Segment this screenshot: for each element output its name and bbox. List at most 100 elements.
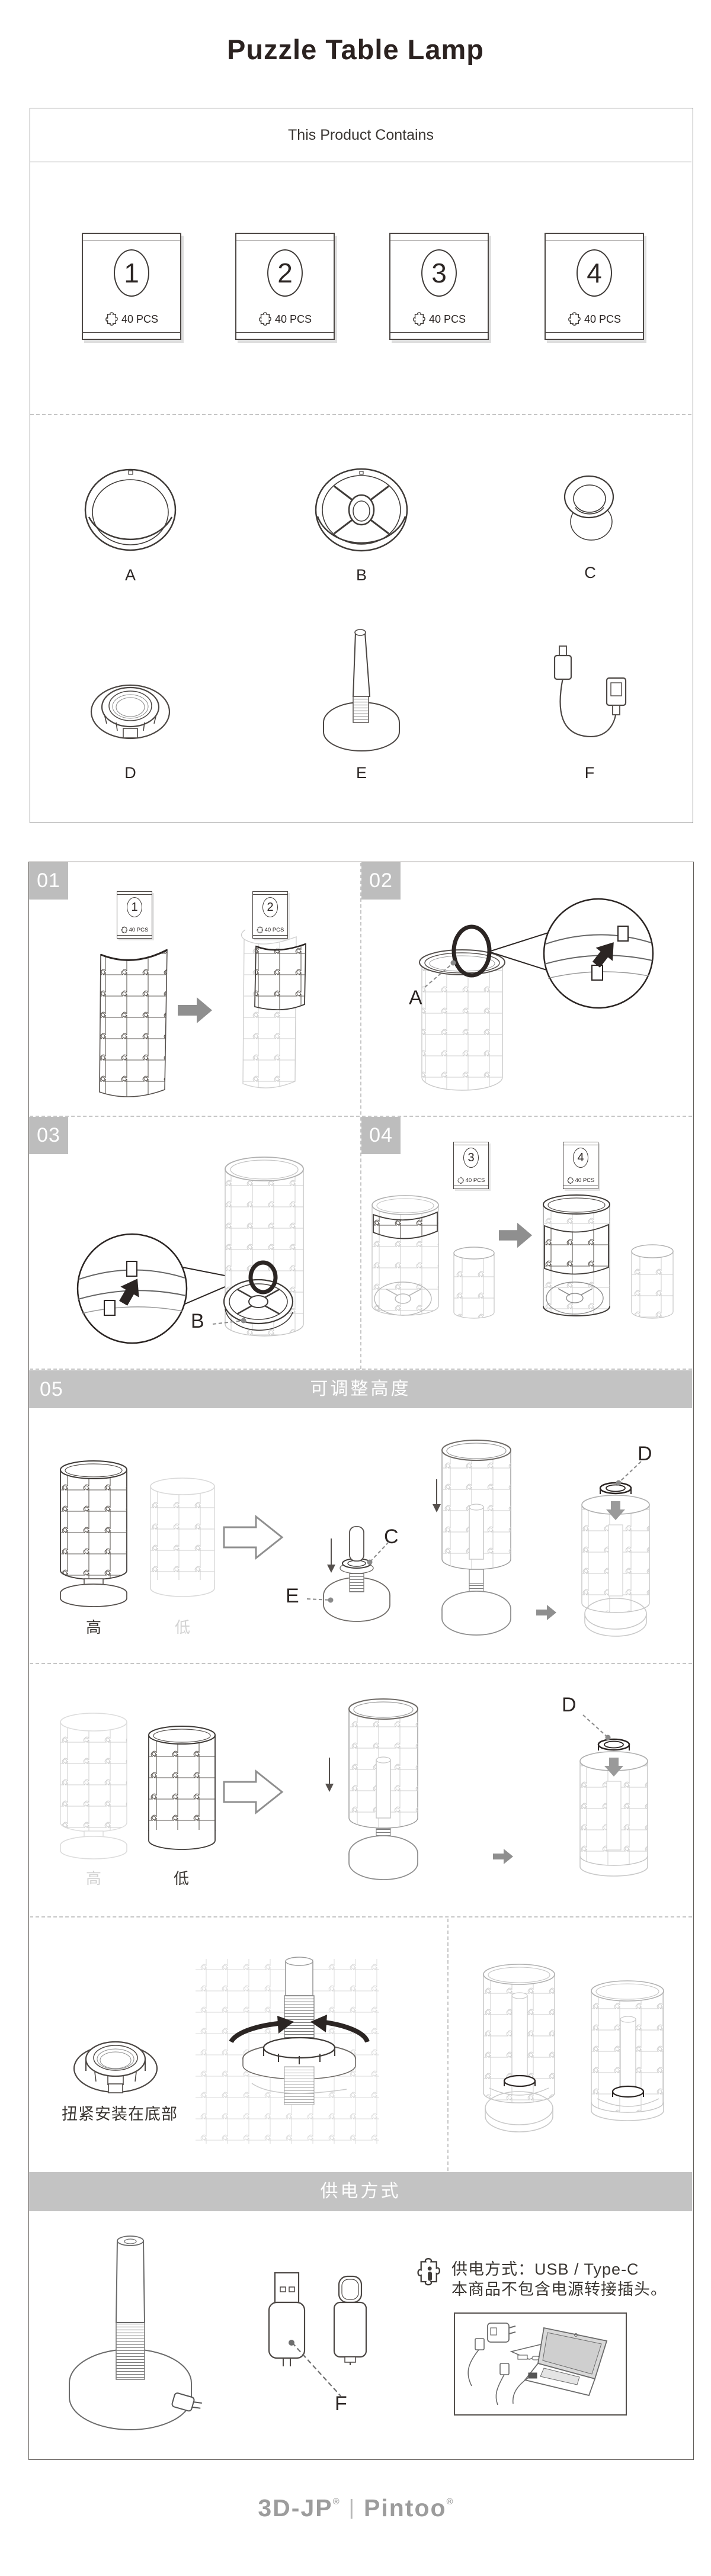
row1-base-pole-c-ring — [323, 1526, 390, 1622]
pack-number-circle: 3 — [421, 249, 457, 297]
pack-badge-2: 2 40 PCS — [235, 233, 335, 340]
pack-number-circle: 4 — [577, 249, 612, 297]
pack-number-circle: 2 — [262, 897, 278, 917]
pack-badge-1: 1 40 PCS — [82, 233, 181, 340]
callout-label-d: D — [562, 1694, 577, 1716]
footer-brand: 3D-JP®|Pintoo® — [0, 2494, 711, 2522]
step04-pack-4: 4 40 PCS — [563, 1142, 598, 1189]
callout-leader-e — [306, 1597, 334, 1603]
pack-number-circle: 1 — [127, 897, 142, 917]
arrow-down-thin-icon — [325, 1758, 334, 1792]
pack-pcs-label: 40 PCS — [264, 927, 284, 933]
row2-shade-on-pole — [348, 1698, 418, 1880]
arrow-right-icon — [499, 1222, 533, 1248]
page-title: Puzzle Table Lamp — [227, 34, 484, 65]
contents-header: This Product Contains — [30, 108, 691, 162]
row3-note: 扭紧安装在底部 — [62, 2105, 178, 2123]
row1-tall-lamp-dark — [60, 1460, 127, 1607]
pack-pcs-label: 40 PCS — [121, 313, 159, 325]
puzzle-piece-icon — [105, 312, 118, 326]
row1-shade-lowered-on-base — [441, 1440, 511, 1636]
power-sources-illustration-frame — [454, 2312, 627, 2416]
step04-pack-3: 3 40 PCS — [453, 1142, 489, 1189]
arrow-right-outline-icon — [223, 1514, 284, 1560]
step03-cylinder-wheel-illustration — [223, 1157, 304, 1337]
step-02-badge: 02 — [361, 862, 401, 900]
row2-tall-label: 高 — [85, 1870, 101, 1887]
pack-pcs-label: 40 PCS — [428, 313, 466, 325]
step01-puzzle-sheet-illustration — [99, 949, 168, 1097]
part-e-pole-base-illustration — [323, 629, 400, 751]
callout-label-a: A — [409, 987, 422, 1009]
row3-final-tall-lamp — [483, 1964, 555, 2132]
power-info-line2: 本商品不包含电源转接插头。 — [451, 2281, 667, 2298]
row1-tall-label: 高 — [85, 1618, 101, 1636]
steps-row-divider — [30, 1116, 692, 1117]
step01-pack-2: 2 40 PCS — [252, 891, 288, 939]
brand-left: 3D-JP — [258, 2494, 333, 2522]
callout-leader-c — [367, 1541, 389, 1565]
row1-low-label: 低 — [174, 1618, 190, 1636]
power-base-illustration — [69, 2235, 202, 2430]
callout-leader-a — [424, 960, 456, 988]
part-label-f: F — [584, 764, 595, 782]
row2-tall-lamp-faded — [60, 1713, 127, 1859]
puzzle-piece-icon — [413, 312, 425, 326]
step-01-badge: 01 — [29, 862, 68, 900]
registered-mark: ® — [332, 2497, 340, 2507]
puzzle-piece-icon — [121, 926, 127, 933]
step01-partial-build-illustration — [241, 929, 306, 1088]
pack-number-circle: 1 — [114, 249, 149, 297]
part-label-e: E — [356, 764, 367, 782]
badge-band — [546, 332, 643, 333]
pack-number-circle: 4 — [573, 1148, 588, 1168]
callout-leader-d — [616, 1461, 642, 1486]
part-label-a: A — [124, 566, 136, 584]
callout-leader-b — [212, 1318, 246, 1325]
contents-divider — [30, 414, 691, 415]
arrow-down-thin-icon — [327, 1538, 335, 1573]
step-05-title: 可调整高度 — [310, 1379, 411, 1399]
arrow-right-outline-icon — [223, 1769, 284, 1815]
row3-final-short-lamp — [591, 1980, 664, 2121]
registered-mark: ® — [446, 2497, 453, 2507]
height-row-divider — [30, 1916, 692, 1917]
step02-magnifier-detail — [486, 898, 654, 1009]
pack-badge-3: 3 40 PCS — [389, 233, 489, 340]
pack-pcs-label: 40 PCS — [274, 313, 312, 325]
row3-tighten-closeup — [196, 1957, 379, 2144]
callout-label-e: E — [286, 1585, 299, 1607]
puzzle-piece-icon — [257, 926, 263, 933]
power-bar: 供电方式 — [29, 2172, 692, 2211]
pack-pcs-label: 40 PCS — [575, 1177, 595, 1184]
puzzle-piece-icon — [567, 1177, 574, 1184]
callout-leader-f — [292, 2342, 341, 2397]
steps-container — [28, 862, 694, 2460]
step03-focus-circle — [248, 1260, 278, 1295]
row2-finished-short-lamp — [579, 1738, 648, 1877]
brand-right: Pintoo — [364, 2494, 447, 2522]
usb-type-c-connector-illustration — [333, 2275, 367, 2365]
step04-outer-cylinder-done — [543, 1194, 610, 1316]
row1-short-lamp-faded — [150, 1477, 215, 1597]
step-04-badge: 04 — [361, 1117, 401, 1154]
step-03-badge: 03 — [29, 1117, 68, 1154]
callout-label-d: D — [638, 1443, 652, 1465]
row2-low-label: 低 — [173, 1870, 189, 1887]
part-c-socket-illustration — [563, 475, 614, 541]
power-bar-title: 供电方式 — [320, 2182, 401, 2201]
step04-inner-cylinder-done — [631, 1244, 674, 1319]
puzzle-piece-icon — [457, 1177, 464, 1184]
step-05-bar: 05 可调整高度 — [29, 1370, 692, 1408]
step01-pack-1: 1 40 PCS — [117, 891, 152, 939]
part-label-c: C — [584, 564, 596, 582]
power-plug-connector — [171, 2392, 202, 2412]
row2-short-lamp-dark — [148, 1726, 216, 1850]
power-info-line1: 供电方式：USB / Type-C — [451, 2260, 639, 2278]
pack-number-circle: 2 — [267, 249, 303, 297]
power-sources-illustration — [467, 2323, 608, 2405]
step02-cylinder-ring-illustration — [419, 949, 505, 1091]
callout-label-b: B — [191, 1310, 204, 1332]
pack-pcs-label: 40 PCS — [584, 313, 622, 325]
